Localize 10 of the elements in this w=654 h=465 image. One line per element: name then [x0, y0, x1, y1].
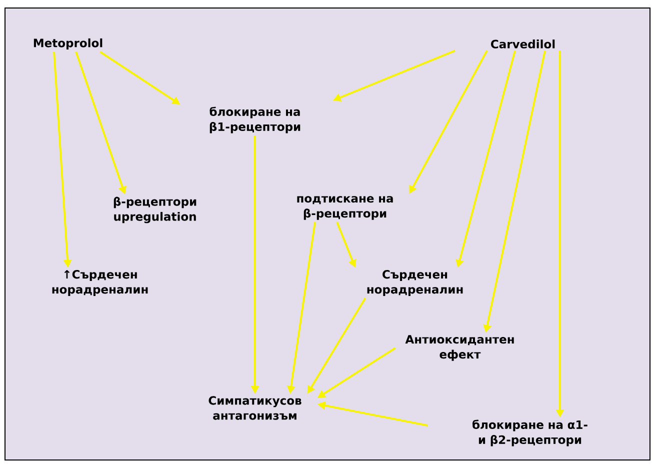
label-text: β-рецептори upregulation [114, 196, 196, 224]
label-text: подтискане на β-рецептори [297, 196, 393, 220]
label-text: Metoprolol [34, 38, 102, 50]
label-text: блокиране на α1- и β2-рецептори [472, 420, 588, 446]
label-text: Симпатикусов антагонизъм [208, 396, 302, 420]
label-text: ↑Сърдечен норадреналин [52, 270, 148, 296]
label-text: блокиране на β1-рецептори [210, 106, 300, 134]
label-text: Антиоксидантен ефект [405, 335, 514, 361]
label-text: Сърдечен норадреналин [367, 270, 463, 296]
label-text: Carvedilol [491, 40, 555, 48]
